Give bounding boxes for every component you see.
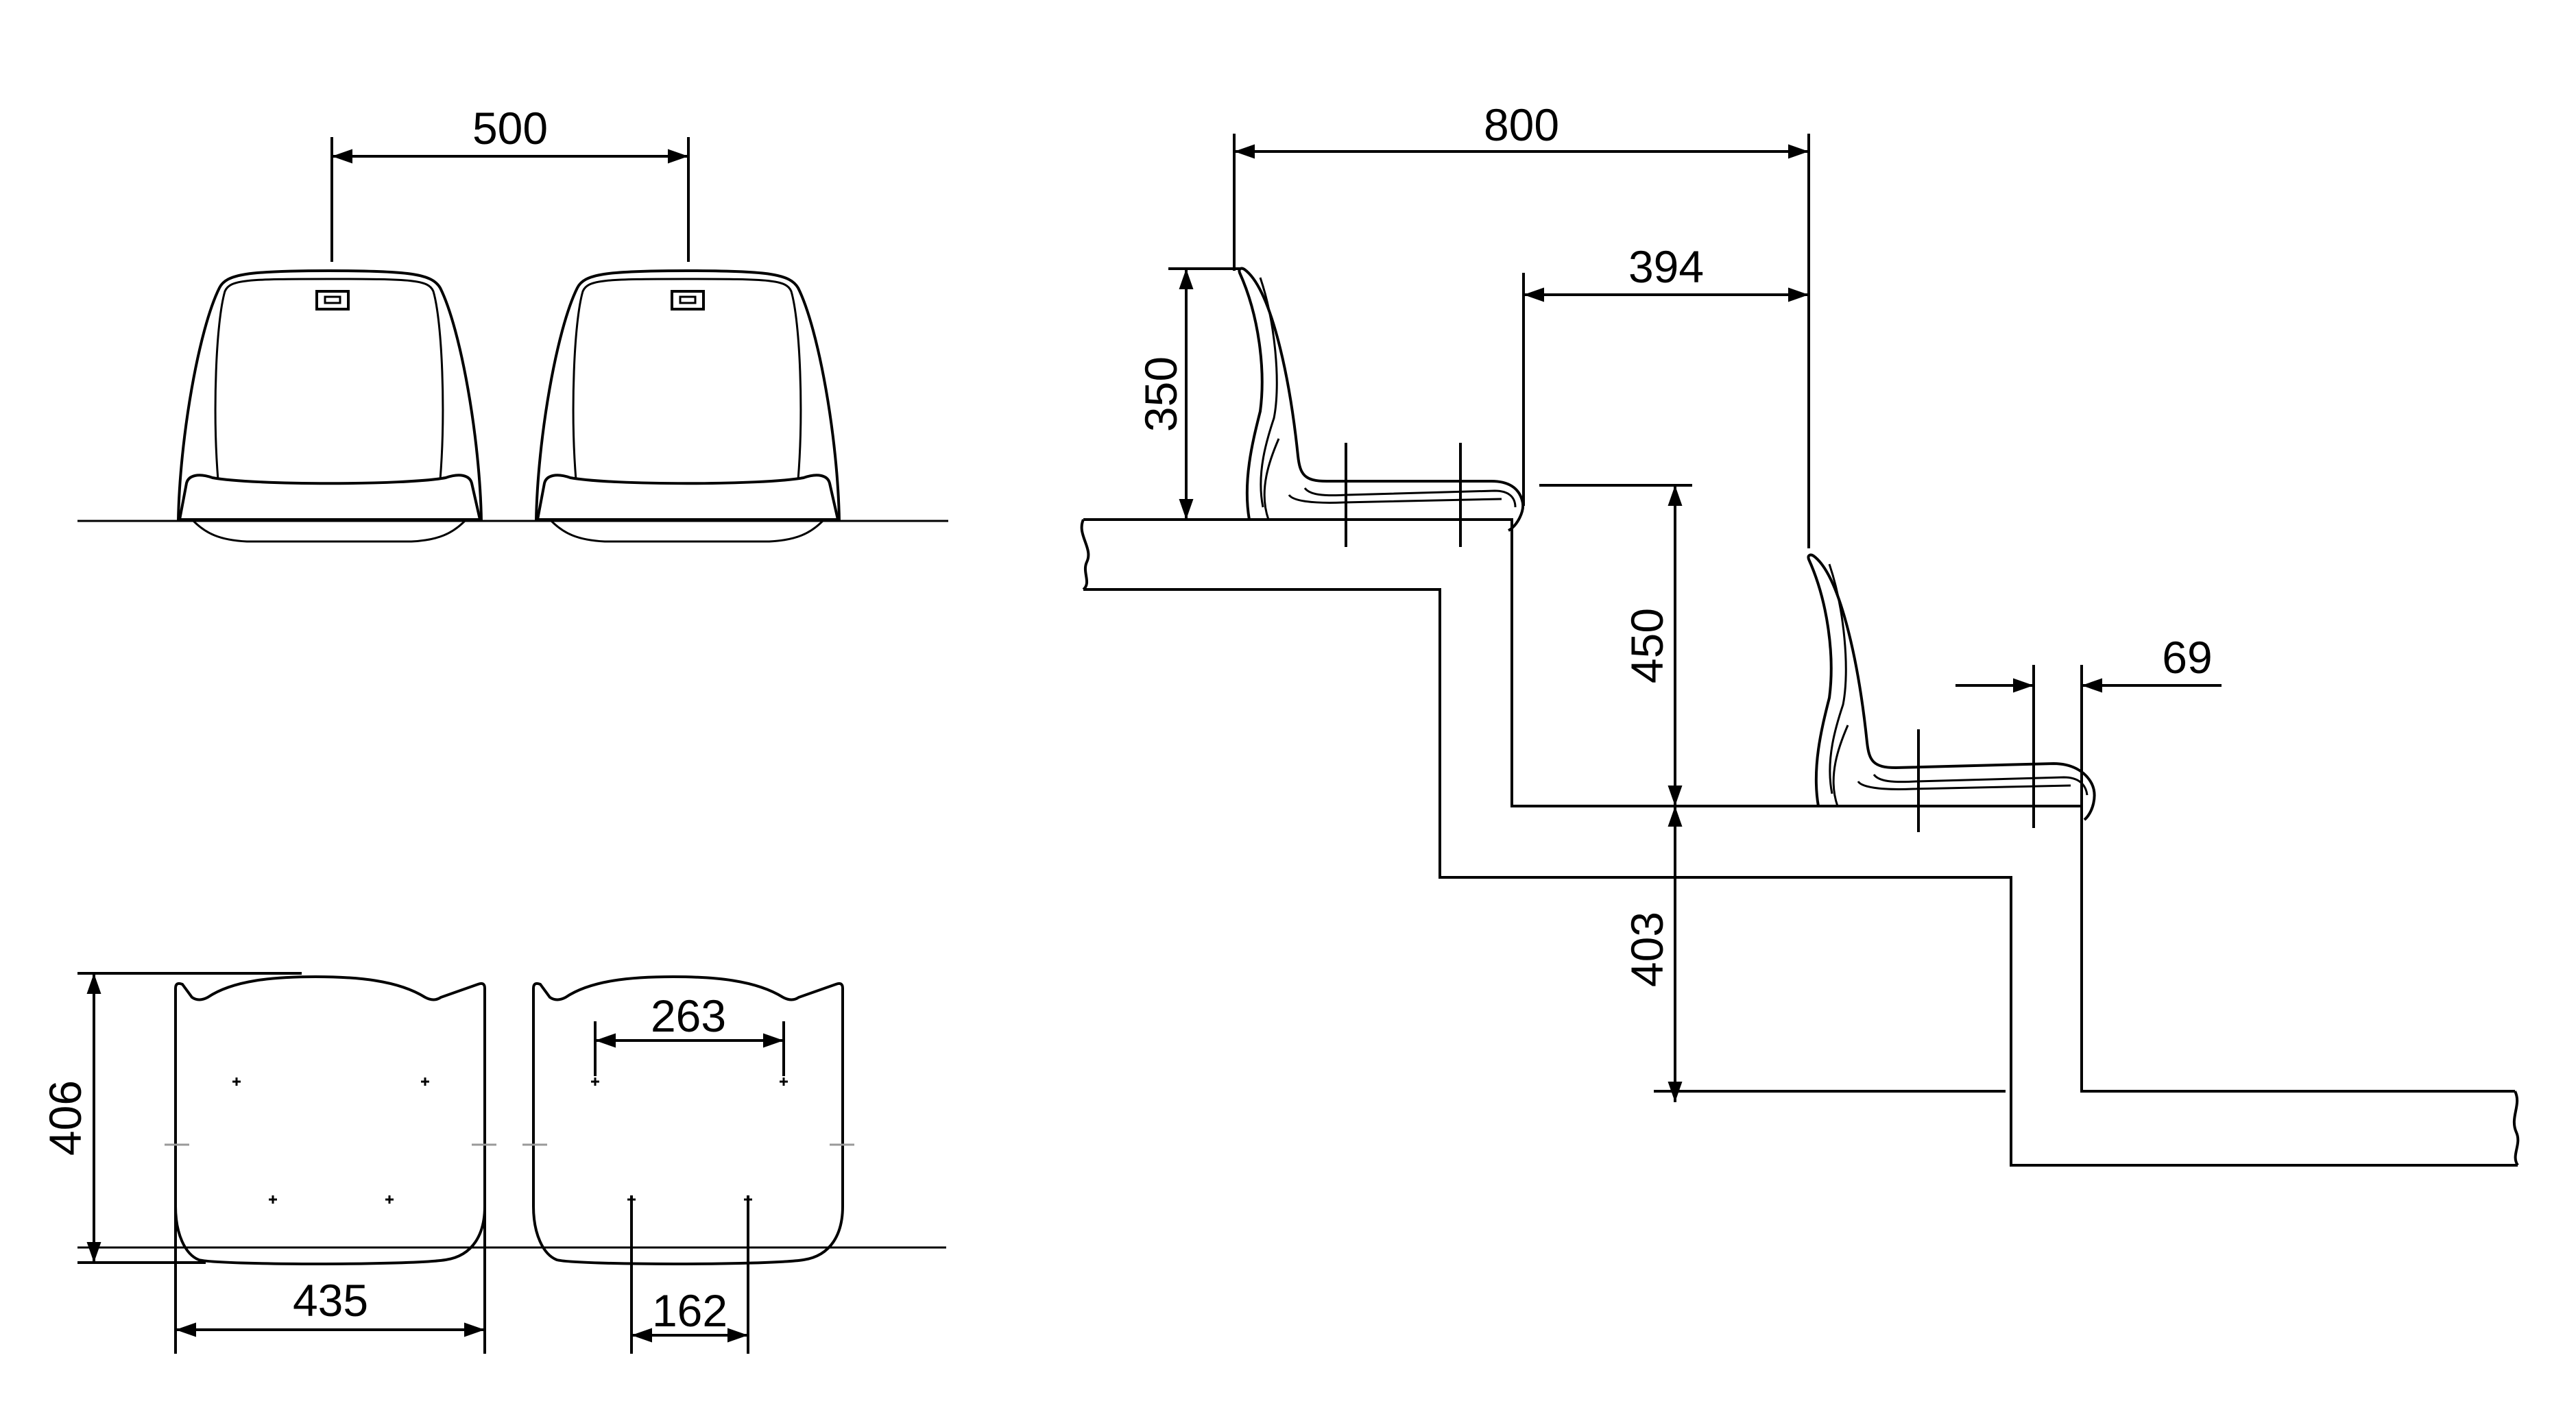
seat-cushion (535, 474, 840, 521)
dimension-label: 406 (40, 1080, 91, 1156)
fixing-hole-marks (232, 1078, 429, 1204)
seat-shell-inner (1828, 563, 2089, 796)
tier-outline-bottom (1083, 588, 2518, 1167)
seat-fixing-ticks (1345, 443, 1920, 832)
dimension-label: 350 (1135, 356, 1186, 432)
plan-view: 406 435 263 162 (40, 972, 946, 1354)
seat-plan-outline (174, 975, 486, 1265)
dimension-label: 69 (2162, 632, 2212, 683)
break-line-right (2512, 1091, 2520, 1167)
plan-seat-left (165, 975, 496, 1265)
number-plate-icon (315, 290, 350, 311)
number-plate-icon (671, 290, 705, 311)
dimension-label: 435 (293, 1275, 368, 1326)
side-section-view: 800 394 350 450 403 69 (1080, 99, 2520, 1167)
dimension-263: 263 (594, 990, 785, 1076)
seat-shell-under (1832, 725, 2071, 807)
fixing-hole-marks (591, 1078, 788, 1204)
side-seat-upper (1238, 267, 1525, 532)
side-seat-lower (1807, 553, 2096, 821)
dimension-label: 800 (1484, 99, 1559, 150)
dimension-69: 69 (1955, 632, 2222, 828)
break-line-left (1080, 519, 1090, 591)
seat-back-outer (535, 269, 841, 522)
front-elevation-view: 500 (77, 103, 948, 543)
seat-shell-profile (1807, 553, 2096, 821)
dimension-500: 500 (330, 103, 690, 262)
dimension-label: 263 (651, 990, 726, 1041)
seat-back-inner (572, 278, 802, 480)
seat-back-outer (177, 269, 483, 522)
dimension-label: 500 (472, 103, 548, 154)
dimension-800: 800 (1233, 99, 1810, 548)
dimension-label: 394 (1628, 241, 1704, 292)
seat-back-inner (214, 278, 444, 480)
dimension-406: 406 (40, 972, 302, 1264)
seat-shell-under (1263, 438, 1502, 520)
seat-shell-profile (1238, 267, 1525, 532)
dimension-label: 162 (652, 1285, 727, 1336)
dimension-403: 403 (1622, 806, 2006, 1102)
seat-front-lip (192, 520, 466, 543)
tier-outline-top (1083, 518, 2515, 1093)
dimension-label: 450 (1622, 608, 1672, 683)
seat-front-lip (550, 520, 824, 543)
dimension-394: 394 (1522, 241, 1809, 506)
dimension-label: 403 (1622, 912, 1672, 987)
front-seat-left (177, 269, 483, 543)
dimension-450: 450 (1539, 484, 1692, 806)
front-seat-right (535, 269, 841, 543)
dimension-162: 162 (630, 1195, 749, 1354)
seat-plan-outline (532, 975, 844, 1265)
seat-cushion (178, 474, 482, 521)
seat-shell-inner (1259, 277, 1517, 508)
dimension-350: 350 (1135, 267, 1241, 520)
dimension-435: 435 (174, 1206, 486, 1354)
